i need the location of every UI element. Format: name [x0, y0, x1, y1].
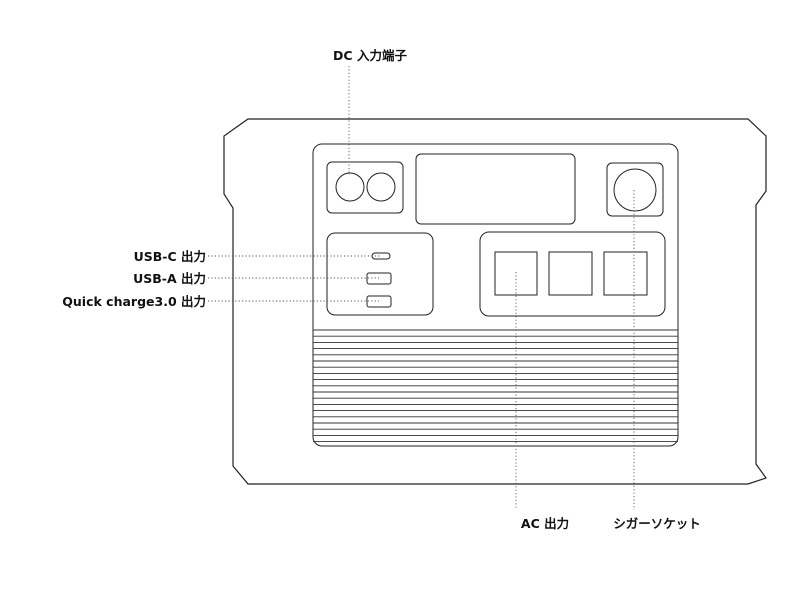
- ac-output-module: [479, 231, 666, 317]
- label-ac-output: AC 出力: [521, 516, 569, 531]
- label-usb-c: USB-C 出力: [134, 249, 206, 264]
- quick-charge-port: [366, 295, 392, 308]
- ac-outlet-3: [603, 251, 648, 296]
- usb-module: [326, 232, 434, 316]
- display-screen: [415, 153, 576, 225]
- front-panel: [312, 143, 679, 447]
- ac-outlet-2: [548, 251, 593, 296]
- device-body-outline: [223, 118, 767, 485]
- label-usb-a: USB-A 出力: [133, 271, 206, 286]
- dc-input-port-left: [335, 172, 365, 202]
- ac-outlet-1: [494, 251, 538, 296]
- cigar-socket-port: [613, 168, 657, 212]
- dc-input-port-right: [366, 172, 396, 202]
- ventilation-grille: [313, 329, 678, 443]
- usb-a-port: [366, 272, 392, 285]
- cigar-socket-module: [606, 162, 664, 217]
- label-quick-charge: Quick charge3.0 出力: [62, 294, 206, 309]
- dc-input-module: [326, 161, 404, 214]
- label-cigar-socket: シガーソケット: [613, 516, 701, 531]
- label-dc-input: DC 入力端子: [333, 48, 407, 63]
